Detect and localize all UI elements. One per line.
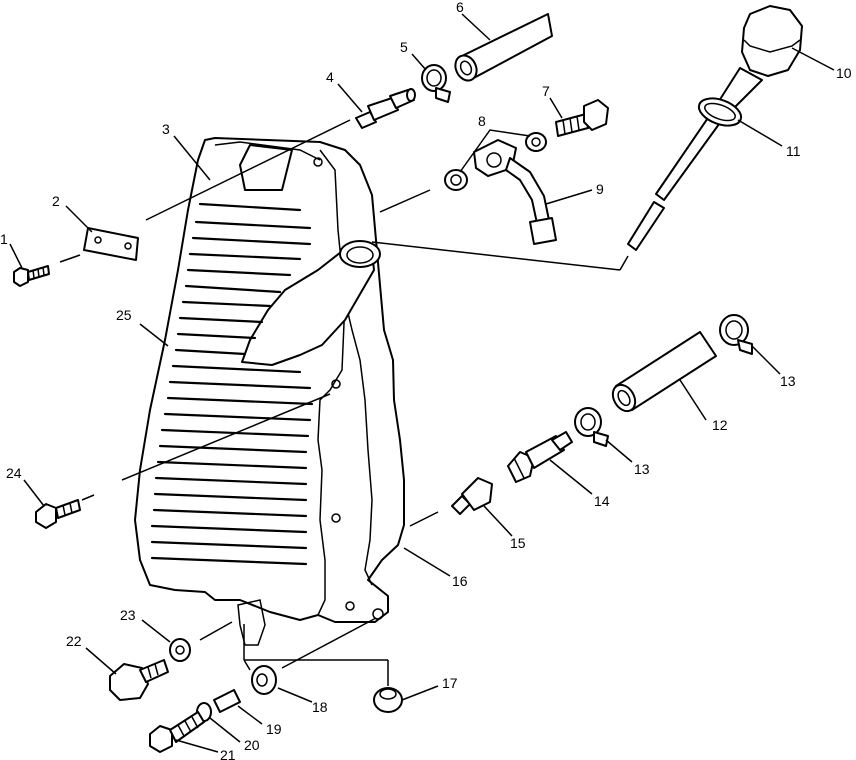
callout-4: 4 — [326, 69, 334, 85]
oil-tank — [134, 137, 405, 646]
part-13-clamp-lower — [574, 407, 609, 447]
part-6-hose — [454, 13, 553, 82]
part-17-grommet — [373, 687, 403, 713]
callout-5: 5 — [400, 39, 408, 55]
part-11-o-ring — [697, 97, 743, 127]
callout-3: 3 — [162, 121, 170, 137]
part-4-fitting — [355, 88, 416, 129]
part-10-dipstick — [627, 5, 803, 251]
callout-15: 15 — [510, 535, 526, 551]
callout-11: 11 — [786, 143, 801, 159]
callout-6: 6 — [456, 0, 464, 15]
callout-13-lower: 13 — [634, 461, 650, 477]
part-9-banjo-fitting — [473, 139, 557, 245]
callout-2: 2 — [52, 193, 60, 209]
callout-9: 9 — [596, 181, 604, 197]
part-1-screw — [13, 265, 50, 287]
callout-21: 21 — [220, 747, 236, 760]
callout-23: 23 — [120, 607, 136, 623]
assembly-lines — [59, 119, 629, 686]
callout-18: 18 — [312, 699, 328, 715]
part-21-bolt — [149, 711, 205, 753]
part-14-fitting — [507, 431, 573, 483]
callout-17: 17 — [442, 675, 458, 691]
part-15-fitting — [451, 477, 493, 515]
callout-13-upper: 13 — [780, 373, 796, 389]
callout-8: 8 — [478, 113, 486, 129]
part-18-grommet — [251, 665, 277, 695]
part-23-washer — [169, 638, 191, 662]
callout-leaders — [9, 13, 835, 753]
callout-1: 1 — [0, 231, 8, 247]
part-22-bolt — [109, 659, 169, 701]
part-5-clamp — [421, 64, 451, 103]
tank-hatching — [150, 202, 314, 566]
part-19-spacer — [213, 689, 241, 713]
part-12-hose — [611, 331, 717, 413]
callout-14: 14 — [594, 493, 610, 509]
callout-12: 12 — [712, 417, 728, 433]
callout-24: 24 — [6, 465, 22, 481]
callout-16: 16 — [452, 573, 468, 589]
callout-25: 25 — [116, 307, 132, 323]
part-8-washers — [444, 132, 547, 191]
callout-7: 7 — [542, 83, 550, 99]
callout-20: 20 — [244, 737, 260, 753]
callout-19: 19 — [266, 721, 282, 737]
part-13-clamp-upper — [719, 314, 753, 355]
callout-10: 10 — [836, 65, 852, 81]
part-7-bolt — [555, 99, 609, 137]
part-2-plate — [83, 227, 139, 261]
callout-22: 22 — [66, 633, 82, 649]
part-24-bolt — [35, 499, 81, 529]
